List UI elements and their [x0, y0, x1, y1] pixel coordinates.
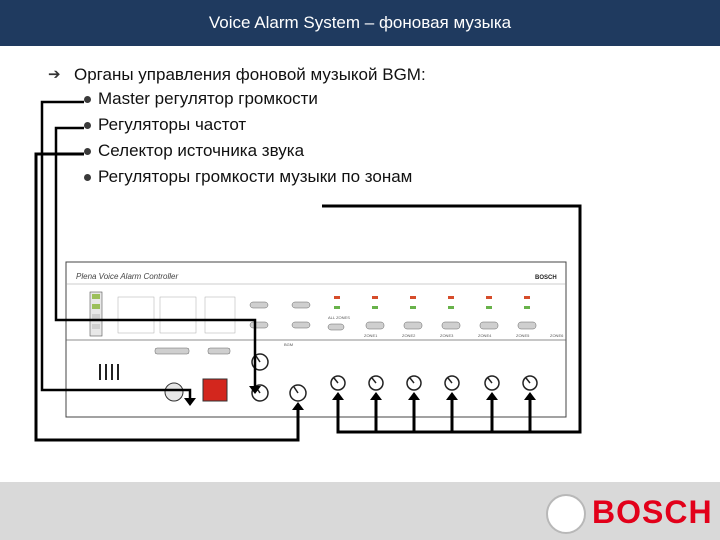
sub-bullet-list: Master регулятор громкости Регуляторы ча… [84, 86, 648, 190]
callout-lines [34, 100, 582, 442]
mic-button[interactable] [154, 347, 190, 355]
device-title: Plena Voice Alarm Controller [76, 272, 178, 281]
sub-bullet-text: Селектор источника звука [98, 141, 305, 160]
device-brand: BOSCH [535, 275, 557, 281]
footer-bar [0, 482, 720, 540]
title-bar: Voice Alarm System – фоновая музыка [0, 0, 720, 46]
main-bullet: ➔ Органы управления фоновой музыкой BGM: [48, 64, 648, 86]
speaker-grille [99, 364, 119, 380]
all-zones-button[interactable] [327, 323, 345, 331]
slide-title: Voice Alarm System – фоновая музыка [208, 13, 512, 32]
zone-label: ZONE2 [402, 333, 416, 338]
sub-bullet-zone-volume: Регуляторы громкости музыки по зонам [84, 164, 648, 190]
bullet-dot-icon [84, 95, 91, 103]
zone4-button[interactable] [479, 321, 499, 330]
test-button[interactable] [207, 347, 231, 355]
zone3-button[interactable] [441, 321, 461, 330]
emergency-button[interactable] [202, 378, 228, 402]
zone-label: ZONE4 [478, 333, 492, 338]
bosch-logo: BOSCH [592, 494, 713, 530]
bgm-label: BGM [284, 342, 293, 347]
zone-label: ZONE5 [516, 333, 530, 338]
callout-arrowheads [184, 386, 536, 410]
zone-label: ZONE1 [364, 333, 378, 338]
zone-volume-knobs [330, 375, 538, 391]
sub-bullet-text: Регуляторы частот [98, 115, 247, 134]
bullet-dot-icon [84, 121, 91, 129]
arrow-right-icon: ➔ [48, 66, 61, 83]
zone2-button[interactable] [403, 321, 423, 330]
sub-bullet-source-selector: Селектор источника звука [84, 138, 648, 164]
bosch-emblem-icon [546, 494, 586, 534]
mic-connector-icon [164, 382, 184, 402]
zone-label: ZONE3 [440, 333, 454, 338]
zone-buttons: ZONE1 ZONE2 ZONE3 ZONE4 ZONE5 ZONE6 [334, 296, 564, 338]
reset-button[interactable] [291, 301, 311, 309]
bullet-dot-icon [84, 147, 91, 155]
ack-button[interactable] [291, 321, 311, 329]
zone-label: ZONE6 [550, 333, 564, 338]
main-bullet-text: Органы управления фоновой музыкой BGM: [74, 65, 426, 84]
bullet-dot-icon [84, 173, 91, 181]
sub-bullet-frequency: Регуляторы частот [84, 112, 648, 138]
sub-bullet-master-volume: Master регулятор громкости [84, 86, 648, 112]
alarm-button[interactable] [249, 321, 269, 329]
call-button[interactable] [249, 301, 269, 309]
zone1-button[interactable] [365, 321, 385, 330]
all-zones-label: ALL ZONES [328, 315, 350, 320]
sub-bullet-text: Master регулятор громкости [98, 89, 318, 108]
bullet-list: ➔ Органы управления фоновой музыкой BGM:… [48, 64, 648, 190]
sub-bullet-text: Регуляторы громкости музыки по зонам [98, 167, 413, 186]
zone5-button[interactable] [517, 321, 537, 330]
